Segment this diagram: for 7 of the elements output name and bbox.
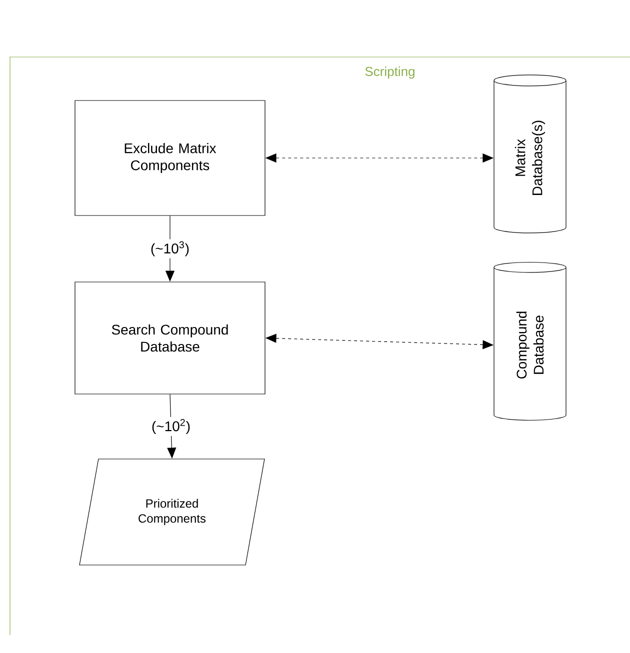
database-cylinder: Compound Database [494,262,566,421]
edge-label: (~10$^{2}$) [150,417,193,436]
process-box: Exclude Matrix Components [74,100,266,216]
data-parallelogram: Prioritized Components [79,458,265,566]
edge-label: (~10$^{3}$) [148,239,192,258]
process-box: Search Compound Database [74,282,266,394]
database-cylinder: Matrix Database(s) [494,74,566,234]
